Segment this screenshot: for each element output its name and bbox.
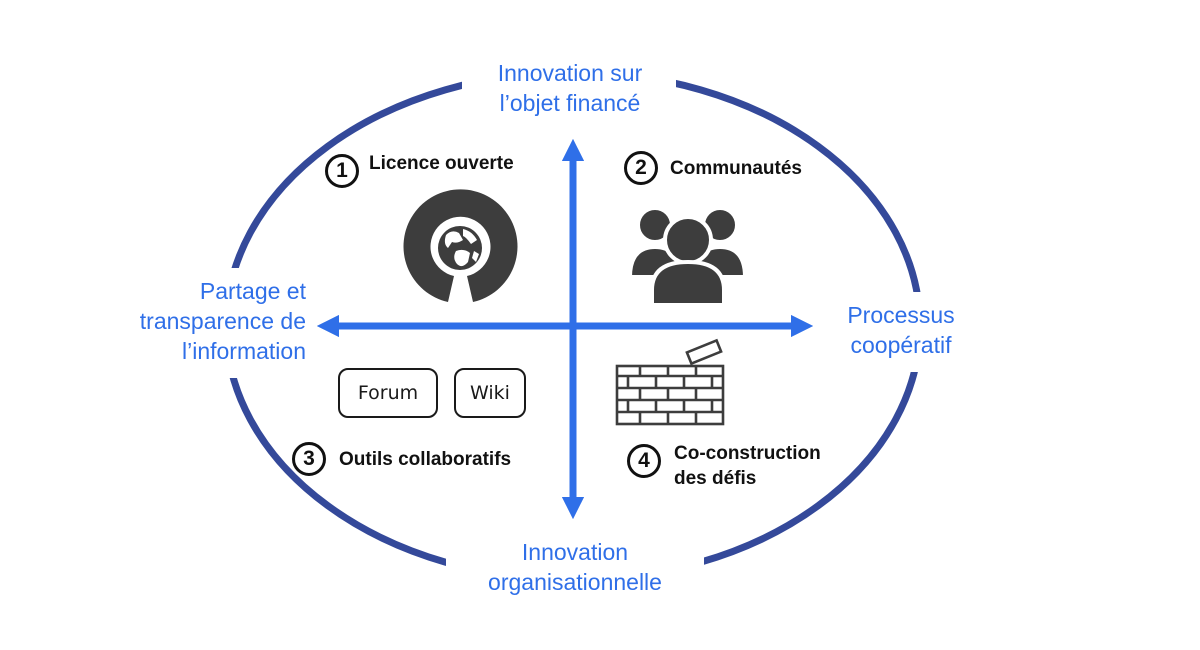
quadrant-2-number-badge: 2 <box>624 151 658 185</box>
brick-wall-icon <box>615 338 725 426</box>
quadrant-2-title: Communautés <box>670 158 802 179</box>
forum-tool-box: Forum <box>338 368 438 418</box>
outer-ellipse <box>222 68 924 584</box>
quadrant-4-title: Co-construction des défis <box>674 443 821 489</box>
quadrant-4-number-badge: 4 <box>627 444 661 478</box>
quadrant-3-number-badge: 3 <box>292 442 326 476</box>
quadrant-3-title: Outils collaboratifs <box>339 449 512 470</box>
wiki-tool-box: Wiki <box>454 368 526 418</box>
quadrant-1-number-badge: 1 <box>325 154 359 188</box>
axis-label-top: Innovation sur l’objet financé <box>497 60 643 116</box>
axis-label-right: Processus coopératif <box>847 302 955 358</box>
open-source-icon <box>403 189 518 302</box>
axis-label-bottom: Innovation organisationnelle <box>488 539 662 595</box>
axis-label-left: Partage et transparence de l’information <box>139 278 306 364</box>
community-people-icon <box>627 206 748 307</box>
quadrant-1-title: Licence ouverte <box>369 153 514 174</box>
